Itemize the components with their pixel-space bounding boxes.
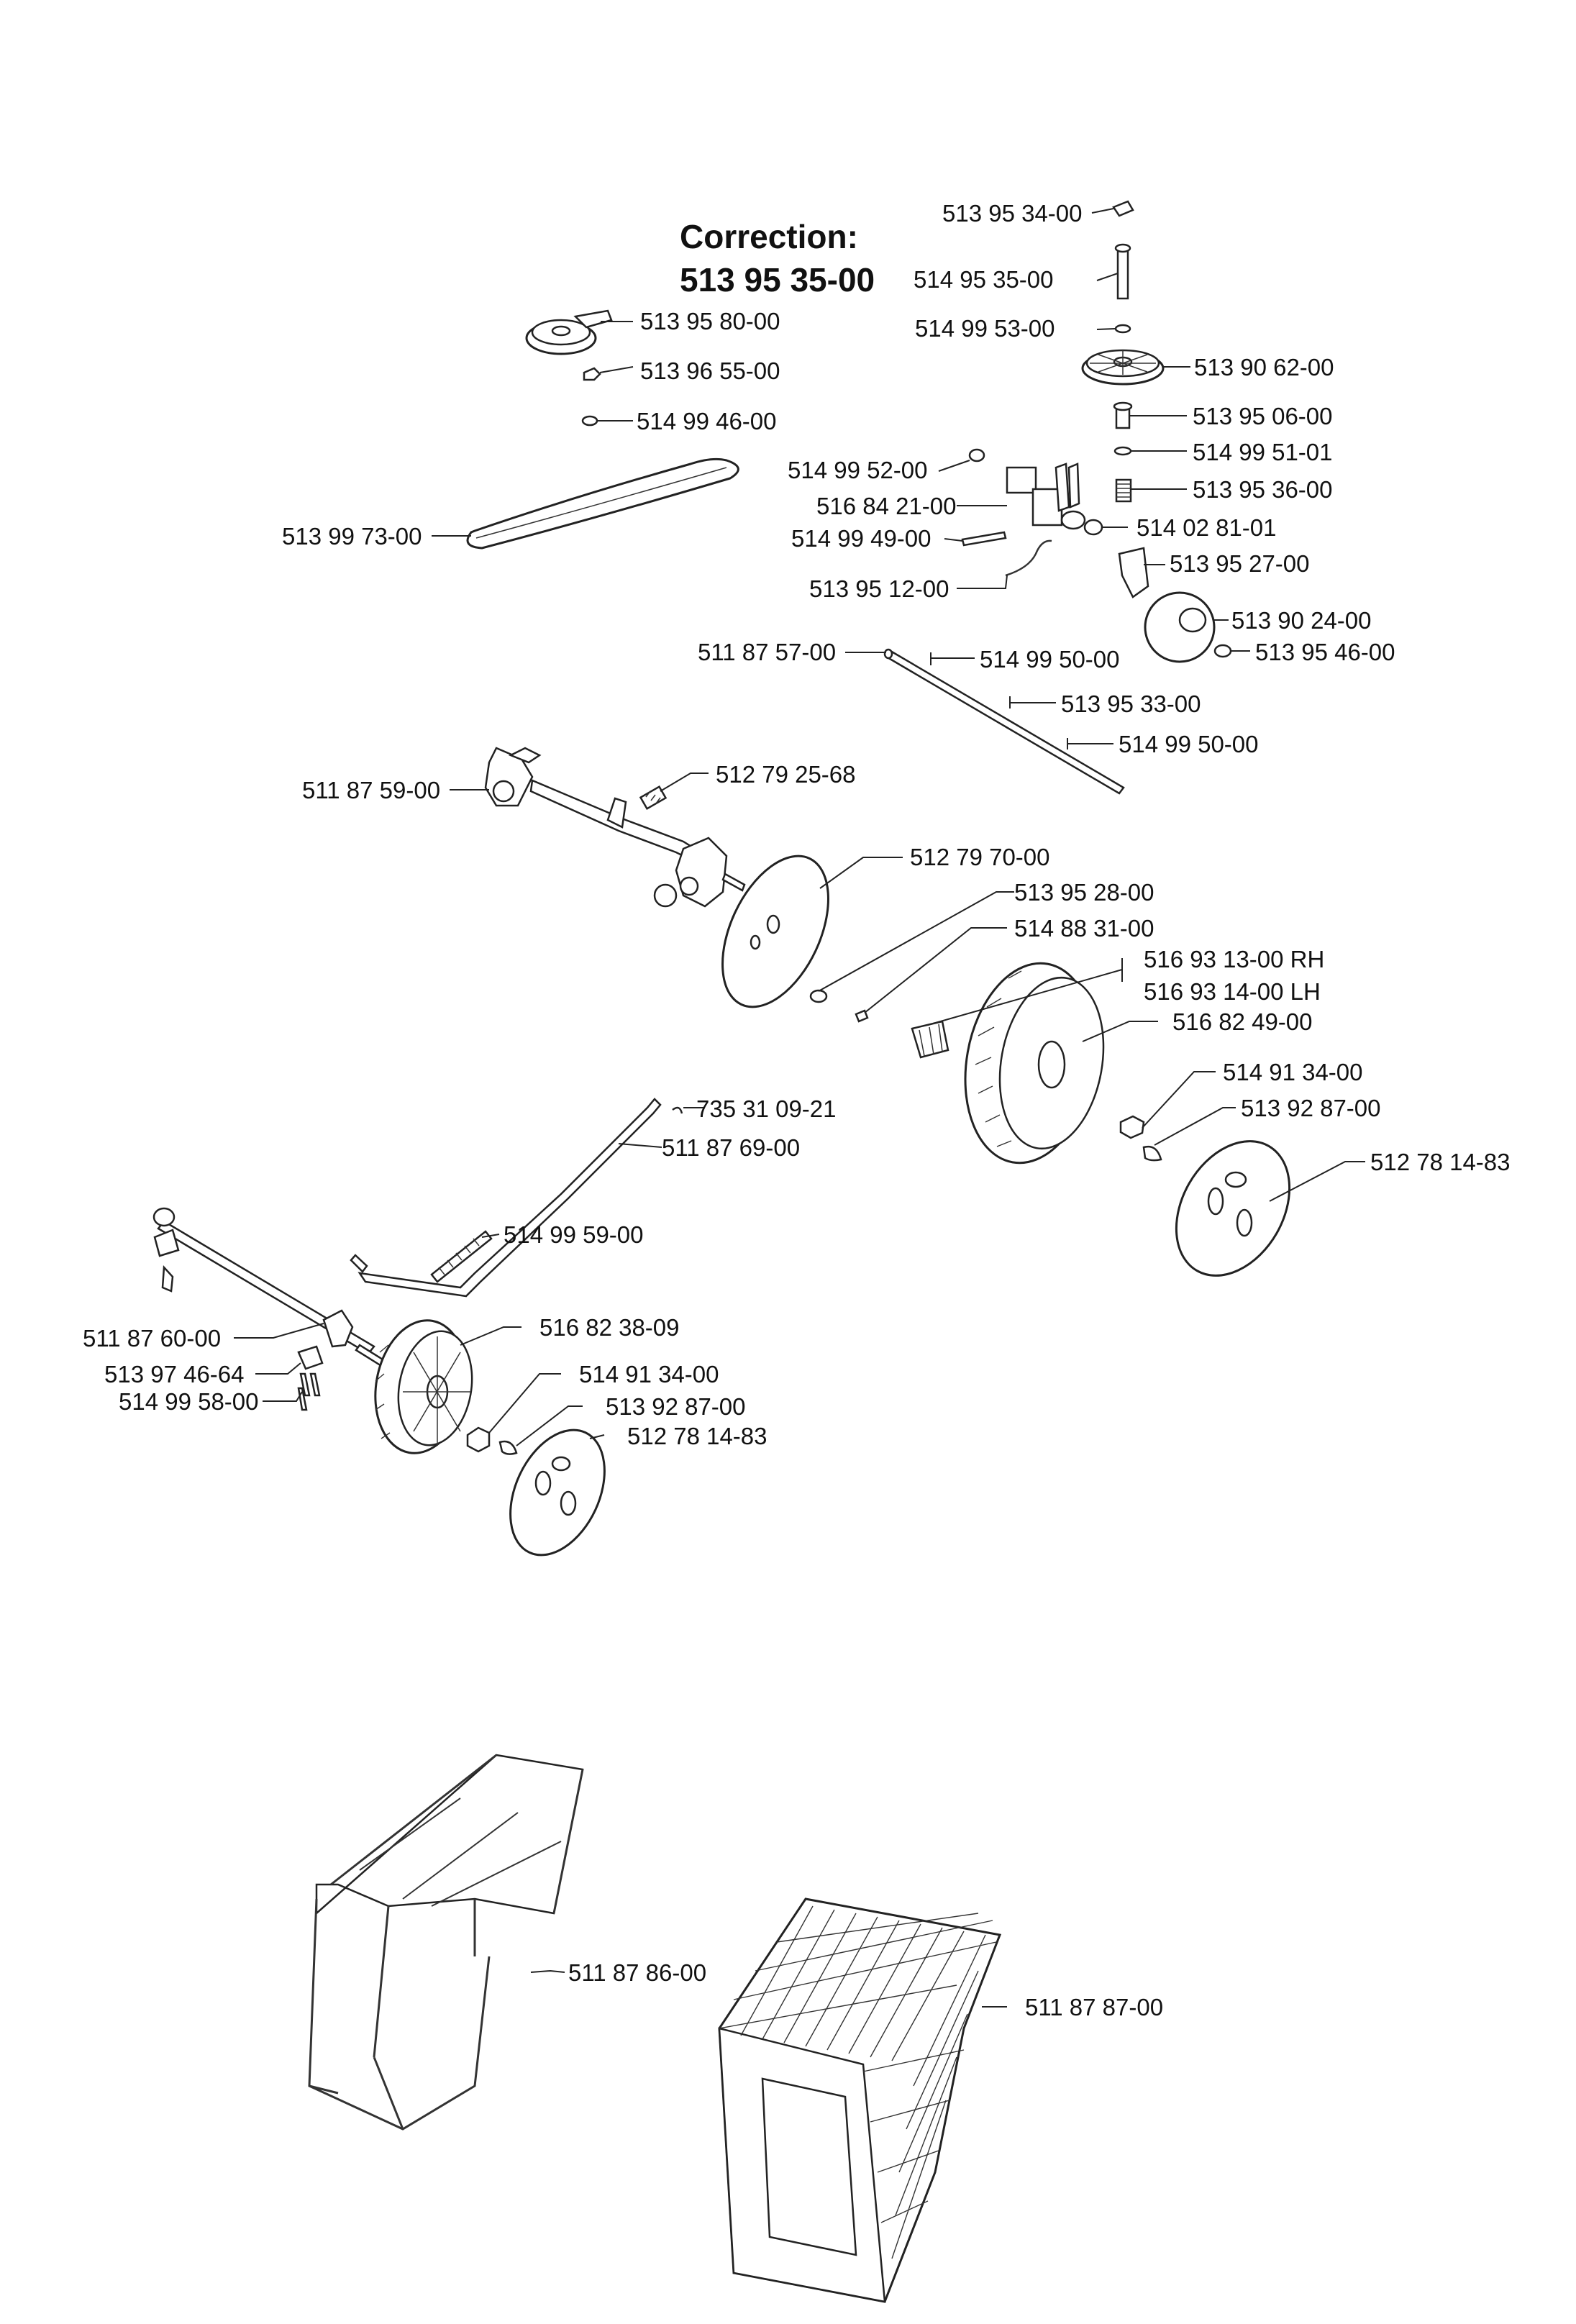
part-tension-spring-drawing [430, 1230, 493, 1283]
correction-title: Correction: [680, 218, 858, 255]
part-label: 511 87 57-00 [698, 639, 836, 665]
part-label: 513 95 34-00 [942, 200, 1083, 227]
part-label: 513 95 33-00 [1061, 691, 1201, 717]
part-washer-drawing [1114, 324, 1131, 334]
part-idler-pulley-drawing [525, 309, 613, 355]
part-label: 513 99 73-00 [282, 523, 422, 550]
part-axle-drawing [883, 648, 1125, 795]
part-label: 516 82 49-00 [1172, 1008, 1313, 1035]
part-label: 513 95 36-00 [1193, 476, 1333, 503]
part-label: 514 99 53-00 [915, 315, 1055, 342]
part-front-clip-drawing [498, 1440, 518, 1455]
part-nut-drawing [583, 367, 601, 381]
correction-number: 513 95 35-00 [680, 261, 875, 299]
part-label: 516 84 21-00 [816, 493, 957, 519]
part-label: 514 99 49-00 [791, 525, 932, 552]
part-pulley-drawing [1081, 349, 1165, 386]
part-label: 516 93 14-00 LH [1144, 978, 1321, 1005]
part-label: 514 99 58-00 [119, 1388, 259, 1415]
part-bracket-drawing [1006, 462, 1086, 530]
part-spring-wire-drawing [1005, 539, 1052, 577]
part-label: 516 93 13-00 RH [1144, 946, 1324, 972]
part-label: 514 02 81-01 [1137, 514, 1277, 541]
part-label: 513 95 12-00 [809, 575, 949, 602]
part-front-hubcap-drawing [509, 1428, 606, 1557]
part-catcher-frame-drawing [308, 1754, 584, 2131]
part-label: 513 92 87-00 [1241, 1095, 1381, 1121]
part-height-lever-drawing [484, 747, 746, 908]
part-label: 513 95 80-00 [640, 308, 780, 334]
part-key-drawing [1112, 200, 1134, 217]
part-label: 513 95 06-00 [1193, 403, 1333, 429]
part-label: 514 99 50-00 [980, 646, 1120, 673]
part-label: 516 82 38-09 [539, 1314, 680, 1341]
part-belt-drawing [466, 457, 739, 550]
part-spring-drawing [1115, 478, 1132, 503]
part-arm-drawing [350, 1098, 662, 1298]
part-label: 514 99 59-00 [504, 1221, 644, 1248]
part-rear-wheel-drawing [964, 962, 1105, 1165]
part-front-wheel-nut-drawing [466, 1426, 491, 1453]
part-label: 513 90 62-00 [1194, 354, 1334, 381]
part-label: 511 87 60-00 [83, 1325, 221, 1352]
part-hub-drawing [911, 1020, 949, 1059]
part-label: 514 88 31-00 [1014, 915, 1154, 942]
part-label: 511 87 86-00 [568, 1959, 706, 1986]
part-label: 513 96 55-00 [640, 357, 780, 384]
part-drive-wheel-drawing [1144, 591, 1216, 663]
part-ring-drawing [809, 989, 828, 1003]
part-label: 511 87 69-00 [662, 1134, 800, 1161]
part-small-washer-drawing [1213, 644, 1232, 658]
part-hubcap-drawing [1175, 1140, 1291, 1277]
part-oring-drawing [1113, 446, 1132, 456]
part-label: 514 95 35-00 [914, 266, 1054, 293]
part-washer2-drawing [968, 448, 985, 462]
part-knob-spring-drawing [639, 785, 668, 811]
part-front-wheel-drawing [374, 1319, 473, 1454]
part-shaft-drawing [1114, 243, 1131, 300]
part-label: 511 87 87-00 [1025, 1994, 1163, 2020]
part-label: 512 78 14-83 [1370, 1149, 1511, 1175]
part-label: 514 99 52-00 [788, 457, 928, 483]
part-clip-drawing [1142, 1145, 1162, 1162]
part-label: 514 91 34-00 [1223, 1059, 1363, 1085]
part-wheel-nut-drawing [1119, 1115, 1145, 1139]
part-bushing-drawing [1113, 401, 1133, 429]
part-pin-drawing [961, 531, 1007, 547]
part-catcher-bag-drawing [718, 1897, 1002, 2303]
part-label: 514 99 46-00 [637, 408, 777, 434]
part-label: 513 95 28-00 [1014, 879, 1154, 906]
part-small-pin-drawing [855, 1009, 869, 1023]
part-lever-drawing [1118, 547, 1149, 598]
part-label: 513 90 24-00 [1231, 607, 1372, 634]
part-disc-drawing [721, 855, 829, 1008]
part-labels: 513 95 34-00 514 95 35-00 514 99 53-00 5… [83, 200, 1511, 2020]
leader-lines [234, 208, 1365, 2008]
part-label: 735 31 09-21 [696, 1095, 837, 1122]
part-cotter-drawing [672, 1106, 683, 1114]
part-label: 512 78 14-83 [627, 1423, 767, 1449]
part-label: 513 95 27-00 [1170, 550, 1310, 577]
part-label: 513 92 87-00 [606, 1393, 746, 1420]
part-washer3-drawing [1083, 519, 1103, 536]
part-flat-washer-drawing [581, 415, 598, 427]
part-label: 514 91 34-00 [579, 1361, 719, 1387]
part-label: 513 95 46-00 [1255, 639, 1395, 665]
part-label: 512 79 70-00 [910, 844, 1050, 870]
part-label: 514 99 50-00 [1119, 731, 1259, 757]
part-label: 513 97 46-64 [104, 1361, 245, 1387]
part-label: 511 87 59-00 [302, 777, 440, 803]
part-label: 512 79 25-68 [716, 761, 856, 788]
part-label: 514 99 51-01 [1193, 439, 1333, 465]
